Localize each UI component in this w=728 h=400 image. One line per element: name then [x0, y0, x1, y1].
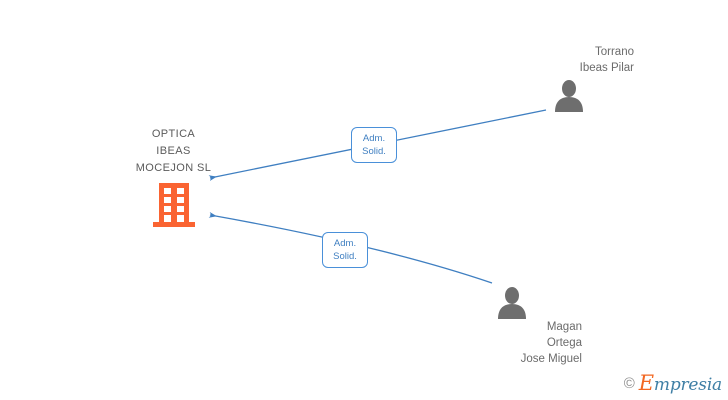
- company-name: OPTICA IBEAS MOCEJON SL: [135, 128, 212, 174]
- empresia-watermark: © Empresia: [624, 373, 722, 394]
- person-node-torrano-ibeas-pilar[interactable]: Torrano Ibeas Pilar: [492, 44, 642, 112]
- brand-initial: E: [638, 371, 654, 395]
- person-node-magan-ortega-jose-miguel[interactable]: Magan Ortega Jose Miguel: [440, 283, 590, 367]
- copyright-icon: ©: [623, 375, 635, 392]
- company-node[interactable]: OPTICA IBEAS MOCEJON SL: [106, 126, 241, 227]
- person-name: Magan Ortega Jose Miguel: [520, 321, 582, 365]
- relation-chip-2[interactable]: Adm. Solid.: [322, 232, 368, 268]
- relation-chip-1[interactable]: Adm. Solid.: [351, 127, 397, 163]
- building-icon: [152, 183, 195, 227]
- brand-rest: mpresia: [653, 375, 722, 395]
- edge-person-2-to-company: [208, 211, 493, 284]
- person-name: Torrano Ibeas Pilar: [579, 46, 634, 74]
- brand-name: Empresia: [639, 373, 722, 394]
- person-icon: [495, 287, 529, 319]
- person-icon: [552, 80, 586, 112]
